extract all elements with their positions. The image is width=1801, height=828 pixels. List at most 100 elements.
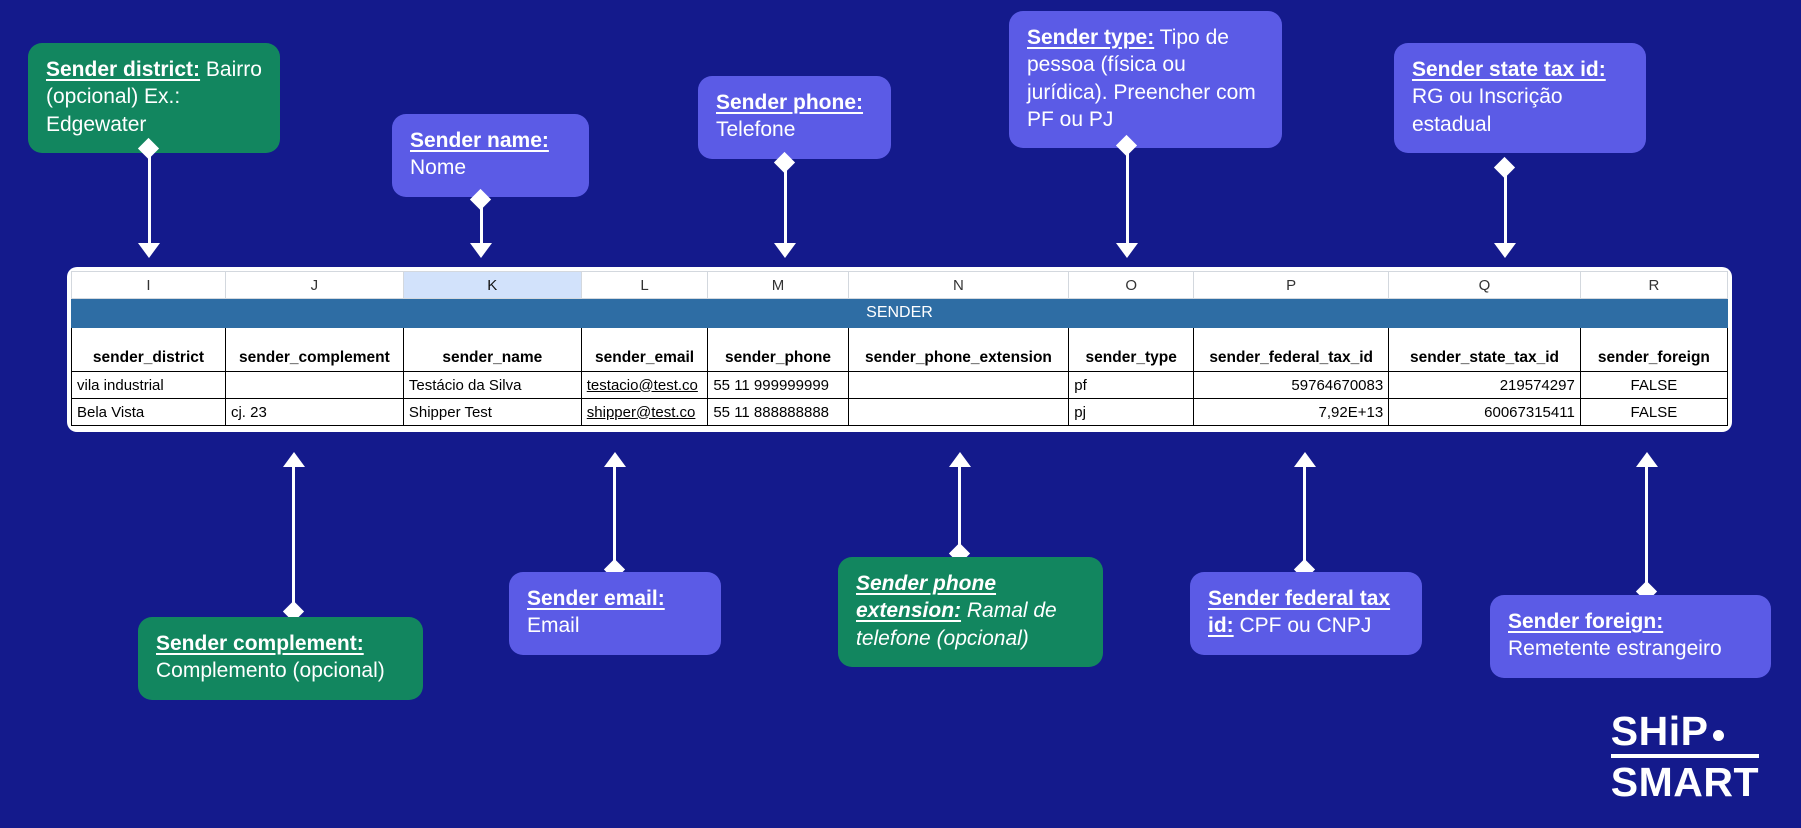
- arrow-down-sender-state-tax-id: [1494, 243, 1516, 258]
- cell-sender-type[interactable]: pf: [1068, 371, 1195, 399]
- header-sender-phone: sender_phone: [707, 327, 849, 372]
- cell-sender-district[interactable]: Bela Vista: [71, 398, 226, 426]
- callout-desc: Telefone: [716, 118, 796, 142]
- header-sender-complement: sender_complement: [224, 327, 404, 372]
- column-letter-R[interactable]: R: [1579, 271, 1729, 299]
- column-letters-row[interactable]: I J K L M N O P Q R: [71, 271, 1729, 299]
- connector-line-sender-complement: [292, 466, 295, 608]
- arrow-up-sender-email: [604, 452, 626, 467]
- callout-desc: Remetente estrangeiro: [1508, 637, 1722, 661]
- callout-term: Sender district:: [46, 58, 201, 81]
- column-letter-P[interactable]: P: [1193, 271, 1390, 299]
- logo-line-1: SHiP: [1610, 707, 1709, 754]
- callout-sender-type: Sender type: Tipo de pessoa (física ou j…: [1009, 11, 1282, 149]
- header-sender-district: sender_district: [71, 327, 226, 372]
- callout-desc: Bairro (opcional) Ex.: Edgewater: [46, 58, 262, 136]
- callout-desc: Complemento (opcional): [156, 659, 385, 683]
- callout-term: Sender federal tax id:: [1208, 587, 1391, 638]
- header-sender-email: sender_email: [580, 327, 709, 372]
- connector-line-sender-phone: [784, 162, 787, 244]
- callout-term: Sender state tax id:: [1412, 58, 1606, 81]
- arrow-up-sender-complement: [283, 452, 305, 467]
- header-sender-type: sender_type: [1068, 327, 1195, 372]
- header-sender-phone-extension: sender_phone_extension: [847, 327, 1070, 372]
- connector-line-sender-state-tax-id: [1504, 167, 1507, 244]
- callout-term: Sender phone:: [716, 91, 864, 114]
- callout-term: Sender type:: [1027, 26, 1155, 49]
- spreadsheet[interactable]: I J K L M N O P Q R SENDER sender_distri…: [67, 267, 1732, 432]
- callout-sender-state-tax-id: Sender state tax id: RG ou Inscrição est…: [1394, 43, 1646, 153]
- cell-sender-complement[interactable]: [224, 371, 404, 399]
- callout-sender-phone: Sender phone: Telefone: [698, 76, 891, 159]
- callout-desc: CPF ou CNPJ: [1233, 614, 1372, 638]
- connector-line-sender-email: [613, 466, 616, 566]
- cell-sender-state-tax-id[interactable]: 60067315411: [1388, 398, 1581, 426]
- cell-sender-foreign[interactable]: FALSE: [1579, 398, 1729, 426]
- header-sender-foreign: sender_foreign: [1579, 327, 1729, 372]
- callout-desc: Email: [527, 614, 580, 638]
- cell-sender-federal-tax-id[interactable]: 7,92E+13: [1193, 398, 1390, 426]
- column-letter-L[interactable]: L: [580, 271, 709, 299]
- spreadsheet-grid[interactable]: I J K L M N O P Q R SENDER sender_distri…: [71, 271, 1729, 426]
- cell-sender-phone-extension[interactable]: [847, 398, 1070, 426]
- callout-sender-name: Sender name: Nome: [392, 114, 589, 197]
- arrow-down-sender-type: [1116, 243, 1138, 258]
- callout-sender-district: Sender district: Bairro (opcional) Ex.: …: [28, 43, 280, 153]
- cell-sender-name[interactable]: Testácio da Silva: [402, 371, 582, 399]
- cell-sender-email[interactable]: testacio@test.co: [580, 371, 709, 399]
- callout-term: Sender foreign:: [1508, 610, 1664, 633]
- cell-sender-email[interactable]: shipper@test.co: [580, 398, 709, 426]
- arrow-up-sender-federal-tax-id: [1294, 452, 1316, 467]
- cell-sender-district[interactable]: vila industrial: [71, 371, 226, 399]
- cell-sender-phone-extension[interactable]: [847, 371, 1070, 399]
- callout-sender-foreign: Sender foreign: Remetente estrangeiro: [1490, 595, 1771, 678]
- arrow-down-sender-phone: [774, 243, 796, 258]
- connector-line-sender-name: [480, 200, 483, 244]
- header-sender-state-tax-id: sender_state_tax_id: [1388, 327, 1581, 372]
- column-letter-I[interactable]: I: [71, 271, 226, 299]
- cell-sender-state-tax-id[interactable]: 219574297: [1388, 371, 1581, 399]
- callout-sender-complement: Sender complement: Complemento (opcional…: [138, 617, 423, 700]
- callout-term: Sender complement:: [156, 632, 364, 655]
- callout-term: Sender name:: [410, 129, 549, 152]
- connector-line-sender-foreign: [1645, 466, 1648, 588]
- group-band-row: SENDER: [71, 298, 1728, 328]
- cell-sender-federal-tax-id[interactable]: 59764670083: [1193, 371, 1390, 399]
- cell-sender-foreign[interactable]: FALSE: [1579, 371, 1729, 399]
- column-letter-K[interactable]: K: [402, 271, 582, 299]
- callout-desc: Tipo de pessoa (física ou jurídica). Pre…: [1027, 26, 1256, 131]
- header-sender-name: sender_name: [402, 327, 582, 372]
- callout-sender-federal-tax-id: Sender federal tax id: CPF ou CNPJ: [1190, 572, 1422, 655]
- brand-logo: SHiP SMART: [1610, 710, 1759, 806]
- header-row: sender_district sender_complement sender…: [71, 327, 1729, 372]
- callout-desc: RG ou Inscrição estadual: [1412, 85, 1563, 136]
- arrow-down-sender-district: [138, 243, 160, 258]
- cell-sender-phone[interactable]: 55 11 888888888: [707, 398, 849, 426]
- callout-term: Sender email:: [527, 587, 665, 610]
- callout-sender-phone-extension: Sender phone extension: Ramal de telefon…: [838, 557, 1103, 667]
- callout-desc: Ramal de telefone (opcional): [856, 599, 1057, 650]
- cell-sender-name[interactable]: Shipper Test: [402, 398, 582, 426]
- connector-line-sender-district: [148, 148, 151, 244]
- logo-line-2: SMART: [1610, 759, 1759, 806]
- arrow-up-sender-phone-extension: [949, 452, 971, 467]
- column-letter-M[interactable]: M: [707, 271, 849, 299]
- group-band-label-sender: SENDER: [71, 298, 1728, 328]
- column-letter-Q[interactable]: Q: [1388, 271, 1581, 299]
- cell-sender-phone[interactable]: 55 11 999999999: [707, 371, 849, 399]
- callout-desc: Nome: [410, 156, 467, 180]
- connector-line-sender-phone-extension: [958, 466, 961, 551]
- column-letter-N[interactable]: N: [847, 271, 1070, 299]
- cell-sender-type[interactable]: pj: [1068, 398, 1195, 426]
- table-row[interactable]: Bela Vista cj. 23 Shipper Test shipper@t…: [71, 398, 1729, 426]
- table-row[interactable]: vila industrial Testácio da Silva testac…: [71, 371, 1729, 399]
- cell-sender-complement[interactable]: cj. 23: [224, 398, 404, 426]
- logo-dot-icon: [1713, 729, 1725, 741]
- header-sender-federal-tax-id: sender_federal_tax_id: [1193, 327, 1390, 372]
- arrow-down-sender-name: [470, 243, 492, 258]
- connector-line-sender-federal-tax-id: [1303, 466, 1306, 566]
- logo-rule: [1610, 754, 1759, 759]
- column-letter-J[interactable]: J: [224, 271, 404, 299]
- column-letter-O[interactable]: O: [1068, 271, 1195, 299]
- arrow-up-sender-foreign: [1636, 452, 1658, 467]
